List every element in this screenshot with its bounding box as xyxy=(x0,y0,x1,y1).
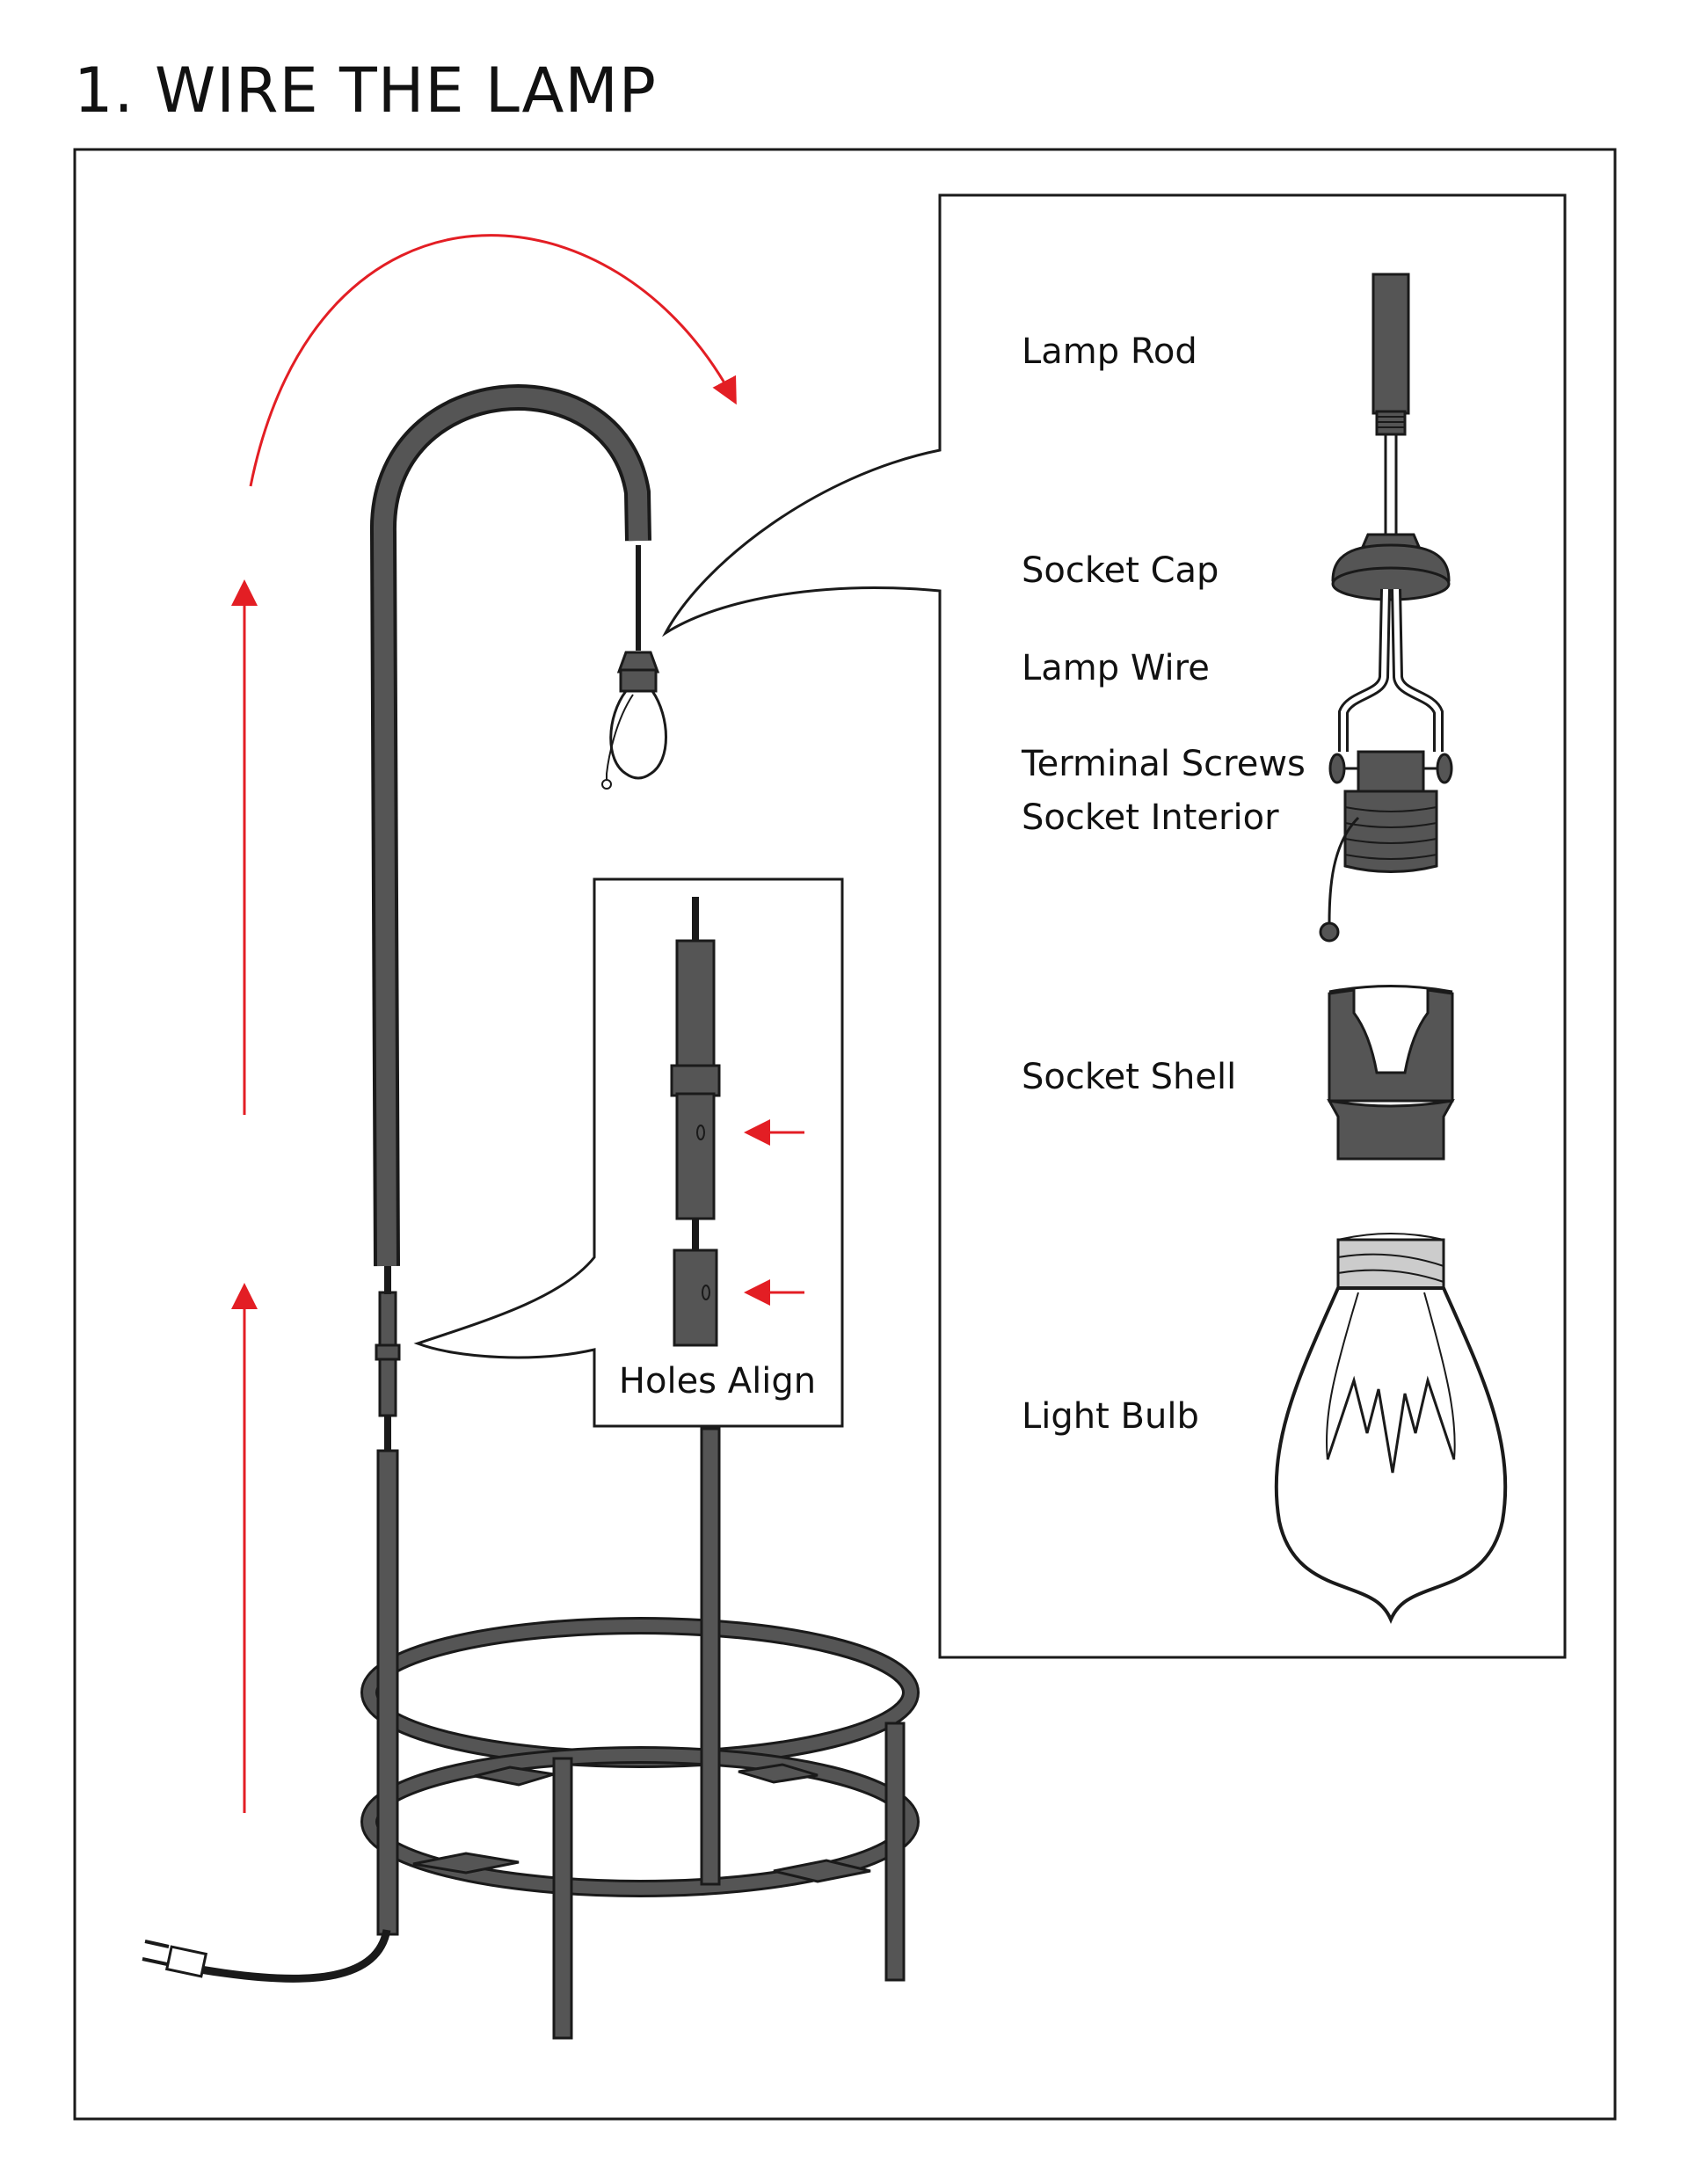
leg xyxy=(884,1722,906,1982)
lamp-rod-part xyxy=(1372,273,1410,415)
bulb-filament xyxy=(1326,1375,1456,1474)
terminal-screw xyxy=(1328,753,1346,784)
socket-interior-part xyxy=(1357,750,1425,793)
rear-pole xyxy=(700,1427,721,1886)
socket-shell-part xyxy=(1327,985,1455,1161)
power-plug xyxy=(142,1929,391,1983)
label-terminal-screws: Terminal Screws xyxy=(1021,744,1306,784)
terminal-screw xyxy=(1436,753,1453,784)
lamp-pole xyxy=(369,384,651,1936)
outer-frame xyxy=(73,148,1617,2121)
label-socket-interior: Socket Interior xyxy=(1022,797,1279,838)
holes-align-detail xyxy=(670,897,804,1347)
page-title: 1. WIRE THE LAMP xyxy=(74,55,657,127)
label-lamp-rod: Lamp Rod xyxy=(1022,331,1197,372)
callout-holes-align xyxy=(413,877,844,1428)
label-socket-shell: Socket Shell xyxy=(1022,1057,1236,1097)
label-holes-align: Holes Align xyxy=(619,1361,816,1401)
alignment-hole xyxy=(696,1125,705,1140)
feed-arrow-curve xyxy=(249,234,737,487)
label-socket-cap: Socket Cap xyxy=(1022,550,1219,591)
leg xyxy=(552,1757,573,2040)
lamp-stand xyxy=(360,1427,920,2040)
light-bulb-part xyxy=(1274,1233,1508,1624)
pendant-bulb-small xyxy=(601,651,667,790)
exploded-socket xyxy=(1319,273,1453,943)
label-light-bulb: Light Bulb xyxy=(1022,1396,1199,1437)
label-lamp-wire: Lamp Wire xyxy=(1022,648,1210,688)
alignment-hole xyxy=(702,1285,710,1300)
